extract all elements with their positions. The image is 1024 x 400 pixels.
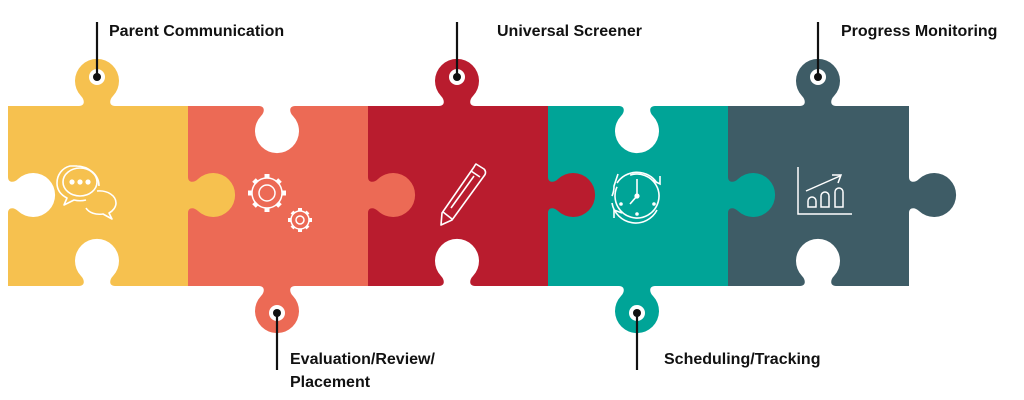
label-parent-communication: Parent Communication bbox=[109, 23, 285, 40]
gears-icon bbox=[248, 174, 312, 232]
puzzle-piece-scheduling-tracking bbox=[548, 106, 776, 334]
clock-cycle-icon bbox=[611, 171, 661, 224]
connector-universal-screener bbox=[449, 22, 465, 85]
connector-parent-communication bbox=[89, 22, 105, 85]
puzzle-piece-universal-screener bbox=[368, 58, 596, 286]
puzzle-piece-parent-communication bbox=[8, 58, 236, 287]
label-progress-monitoring: Progress Monitoring bbox=[841, 23, 998, 40]
pencil-icon bbox=[440, 163, 487, 226]
label-scheduling-tracking: Scheduling/Tracking bbox=[664, 351, 821, 368]
connector-evaluation-review-placement bbox=[269, 305, 285, 370]
chat-bubbles-icon bbox=[56, 165, 117, 220]
puzzle-piece-progress-monitoring bbox=[728, 58, 957, 286]
label-line-1: Evaluation/Review/ bbox=[290, 351, 435, 368]
label-universal-screener: Universal Screener bbox=[497, 23, 642, 40]
growth-chart-icon bbox=[797, 167, 852, 215]
label-evaluation-review-placement: Evaluation/Review/ Placement bbox=[290, 348, 435, 394]
puzzle-piece-evaluation-review-placement bbox=[188, 106, 416, 334]
label-line-2: Placement bbox=[290, 374, 371, 391]
connector-progress-monitoring bbox=[810, 22, 826, 85]
connector-scheduling-tracking bbox=[629, 305, 645, 370]
